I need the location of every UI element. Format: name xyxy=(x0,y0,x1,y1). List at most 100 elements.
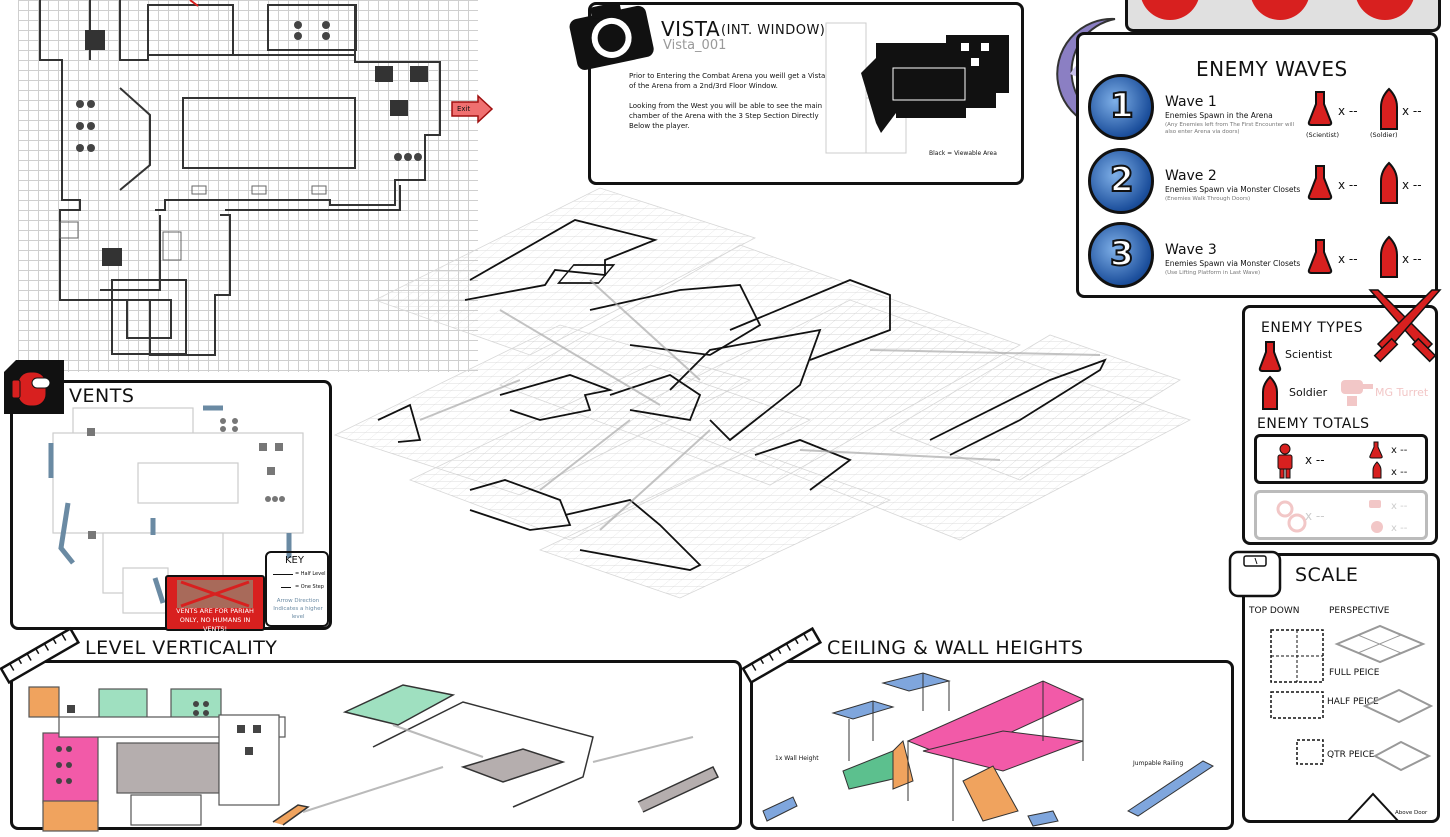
vents-key-box: KEY = Half Level = One Step Arrow Direct… xyxy=(265,551,329,627)
scale-perspective-label: PERSPECTIVE xyxy=(1329,606,1390,616)
wave-number-3: 3 xyxy=(1109,233,1135,275)
ceiling-wall-height-label: 1x Wall Height xyxy=(775,755,819,762)
enemy-type-soldier: Soldier xyxy=(1289,386,1328,399)
key-half-label: = Half Level xyxy=(295,571,326,577)
scientist-flask-icon xyxy=(1307,165,1333,200)
key-arrow-long-icon xyxy=(273,574,293,575)
enemy-totals-faded-box: x -- x -- x -- xyxy=(1254,490,1428,540)
vista-legend: Black = Viewable Area xyxy=(929,150,997,157)
weighing-scale-icon xyxy=(1228,550,1282,598)
scale-full-label: FULL PEICE xyxy=(1329,668,1380,678)
wave-scientist-count-1: x -- xyxy=(1338,104,1358,118)
soldier-bullet-icon xyxy=(1372,461,1382,479)
scientist-flask-icon xyxy=(1307,91,1333,126)
wave-badge-1 xyxy=(1088,74,1154,140)
enemy-types-panel: ENEMY TYPES Scientist Soldier MG Turret … xyxy=(1242,305,1438,545)
vents-warning-box: VENTS ARE FOR PARIAH ONLY, NO HUMANS IN … xyxy=(165,575,265,633)
scale-full-perspective xyxy=(1334,624,1426,664)
ruler-icon-verticality xyxy=(0,626,81,685)
wave-soldier-count-1: x -- xyxy=(1402,104,1422,118)
key-arrow-short-icon xyxy=(281,587,291,588)
vents-panel: VENTS VENTS ARE FOR PARIAH ONLY, NO HUMA xyxy=(10,380,332,633)
soldier-bullet-icon xyxy=(1262,375,1278,410)
vista-paragraph-1: Prior to Entering the Combat Arena you w… xyxy=(629,72,826,90)
scale-top-down-label: TOP DOWN xyxy=(1249,606,1300,616)
enemy-totals-box: x -- x -- x -- xyxy=(1254,434,1428,484)
scale-panel: SCALE TOP DOWN PERSPECTIVE FULL PEICE HA… xyxy=(1242,553,1440,823)
wave-scientist-count-3: x -- xyxy=(1338,252,1358,266)
gears-icon xyxy=(1276,500,1307,533)
ruler-icon-ceiling xyxy=(741,626,823,685)
wave-note-3: (Use Lifting Platform in Last Wave) xyxy=(1165,270,1261,276)
exit-label: Exit xyxy=(457,105,471,113)
scale-qtr-perspective xyxy=(1372,740,1432,772)
ceiling-3d-model xyxy=(762,672,1214,827)
vista-title-suffix: (INT. WINDOW) xyxy=(721,23,826,38)
wave-note-2: (Enemies Walk Through Doors) xyxy=(1165,196,1251,202)
vents-map xyxy=(48,405,304,614)
scale-qtr-topdown xyxy=(1296,739,1324,765)
key-title: KEY xyxy=(285,555,304,566)
vista-title: VISTA xyxy=(661,17,721,41)
verticality-title: LEVEL VERTICALITY xyxy=(85,637,278,659)
vista-viewable-map xyxy=(825,22,1009,154)
totals-faded-main: x -- xyxy=(1305,509,1325,523)
totals-main-count: x -- xyxy=(1305,453,1325,467)
vista-paragraph-2: Looking from the West you will be able t… xyxy=(629,102,823,130)
scale-half-perspective xyxy=(1362,688,1434,724)
wave-row-3: 3 Wave 3 Enemies Spawn via Monster Close… xyxy=(1088,222,1428,292)
totals-scientist-count: x -- xyxy=(1391,445,1408,456)
wave-scientist-count-2: x -- xyxy=(1338,178,1358,192)
soldier-bullet-icon xyxy=(1380,87,1398,130)
no-humans-icon xyxy=(177,580,253,608)
crewmate-icon xyxy=(4,360,64,414)
exit-arrow-icon xyxy=(451,94,494,124)
isometric-map xyxy=(333,187,1192,599)
red-circle-3 xyxy=(1355,0,1415,20)
soldier-bullet-icon xyxy=(1380,161,1398,204)
wave-note-1: (Any Enemies left from The First Encount… xyxy=(1165,122,1295,135)
turret-icon xyxy=(1341,380,1373,406)
wave-soldier-count-3: x -- xyxy=(1402,252,1422,266)
wave-desc-2: Enemies Spawn via Monster Closets xyxy=(1165,185,1301,194)
wave-desc-3: Enemies Spawn via Monster Closets xyxy=(1165,259,1301,268)
verticality-topdown-map xyxy=(28,686,286,832)
wave-name-3: Wave 3 xyxy=(1165,242,1217,258)
totals-faded-b: x -- xyxy=(1391,523,1408,534)
soldier-bullet-icon xyxy=(1380,235,1398,278)
topdown-map-walls xyxy=(39,0,441,356)
scale-title: SCALE xyxy=(1295,564,1359,586)
ceiling-title: CEILING & WALL HEIGHTS xyxy=(827,637,1084,659)
wave-number-2: 2 xyxy=(1109,159,1135,201)
scale-full-topdown xyxy=(1270,629,1324,683)
scientist-flask-icon xyxy=(1369,441,1383,459)
wave-row-2: 2 Wave 2 Enemies Spawn via Monster Close… xyxy=(1088,148,1428,218)
scale-half-label: HALF PEICE xyxy=(1327,697,1379,707)
soldier-caption: (Soldier) xyxy=(1370,131,1398,139)
enemy-type-scientist: Scientist xyxy=(1285,348,1333,361)
level-verticality-panel: LEVEL VERTICALITY xyxy=(10,637,742,832)
enemy-totals-title: ENEMY TOTALS xyxy=(1257,416,1370,432)
key-step-label: = One Step xyxy=(295,584,324,590)
wave-name-2: Wave 2 xyxy=(1165,168,1217,184)
vista-subtitle: Vista_001 xyxy=(663,38,727,53)
key-note: Arrow Direction Indicates a higher level xyxy=(273,598,323,620)
wave-number-1: 1 xyxy=(1109,85,1135,127)
scientist-flask-icon xyxy=(1307,239,1333,274)
wave-soldier-count-2: x -- xyxy=(1402,178,1422,192)
totals-soldier-count: x -- xyxy=(1391,467,1408,478)
scientist-flask-icon xyxy=(1258,341,1282,372)
crossed-swords-icon xyxy=(1368,289,1442,363)
vents-warning-text: VENTS ARE FOR PARIAH ONLY, NO HUMANS IN … xyxy=(176,607,254,633)
door-house-icon xyxy=(1346,792,1400,823)
scale-above-door: Above Door xyxy=(1395,810,1428,816)
person-icon xyxy=(1277,443,1293,479)
wave-desc-1: Enemies Spawn in the Arena xyxy=(1165,111,1273,120)
totals-faded-a: x -- xyxy=(1391,501,1408,512)
enemy-types-title: ENEMY TYPES xyxy=(1261,320,1364,336)
red-circle-1 xyxy=(1140,0,1200,20)
verticality-iso-map xyxy=(272,684,720,826)
mine-faded-icon xyxy=(1371,521,1383,533)
enemy-waves-title: ENEMY WAVES xyxy=(1196,57,1348,81)
wave-name-1: Wave 1 xyxy=(1165,94,1217,110)
